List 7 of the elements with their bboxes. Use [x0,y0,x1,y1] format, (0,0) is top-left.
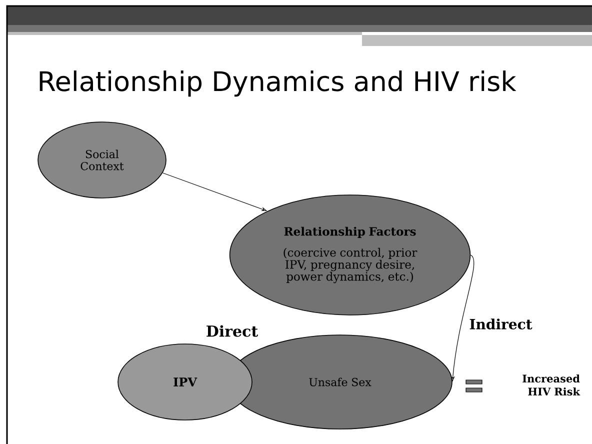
slide-title: Relationship Dynamics and HIV risk [40,70,516,97]
result-label: Increased HIV Risk [522,374,580,396]
edge-label: Indirect [470,318,532,330]
oval: IPV [118,344,252,420]
direction-label: Direct [206,325,258,337]
oval: Social Context [38,122,166,198]
oval: Relationship Factors (coercive control, prior IPV, pregnancy desire, power dynamics, etc.) [229,194,471,316]
